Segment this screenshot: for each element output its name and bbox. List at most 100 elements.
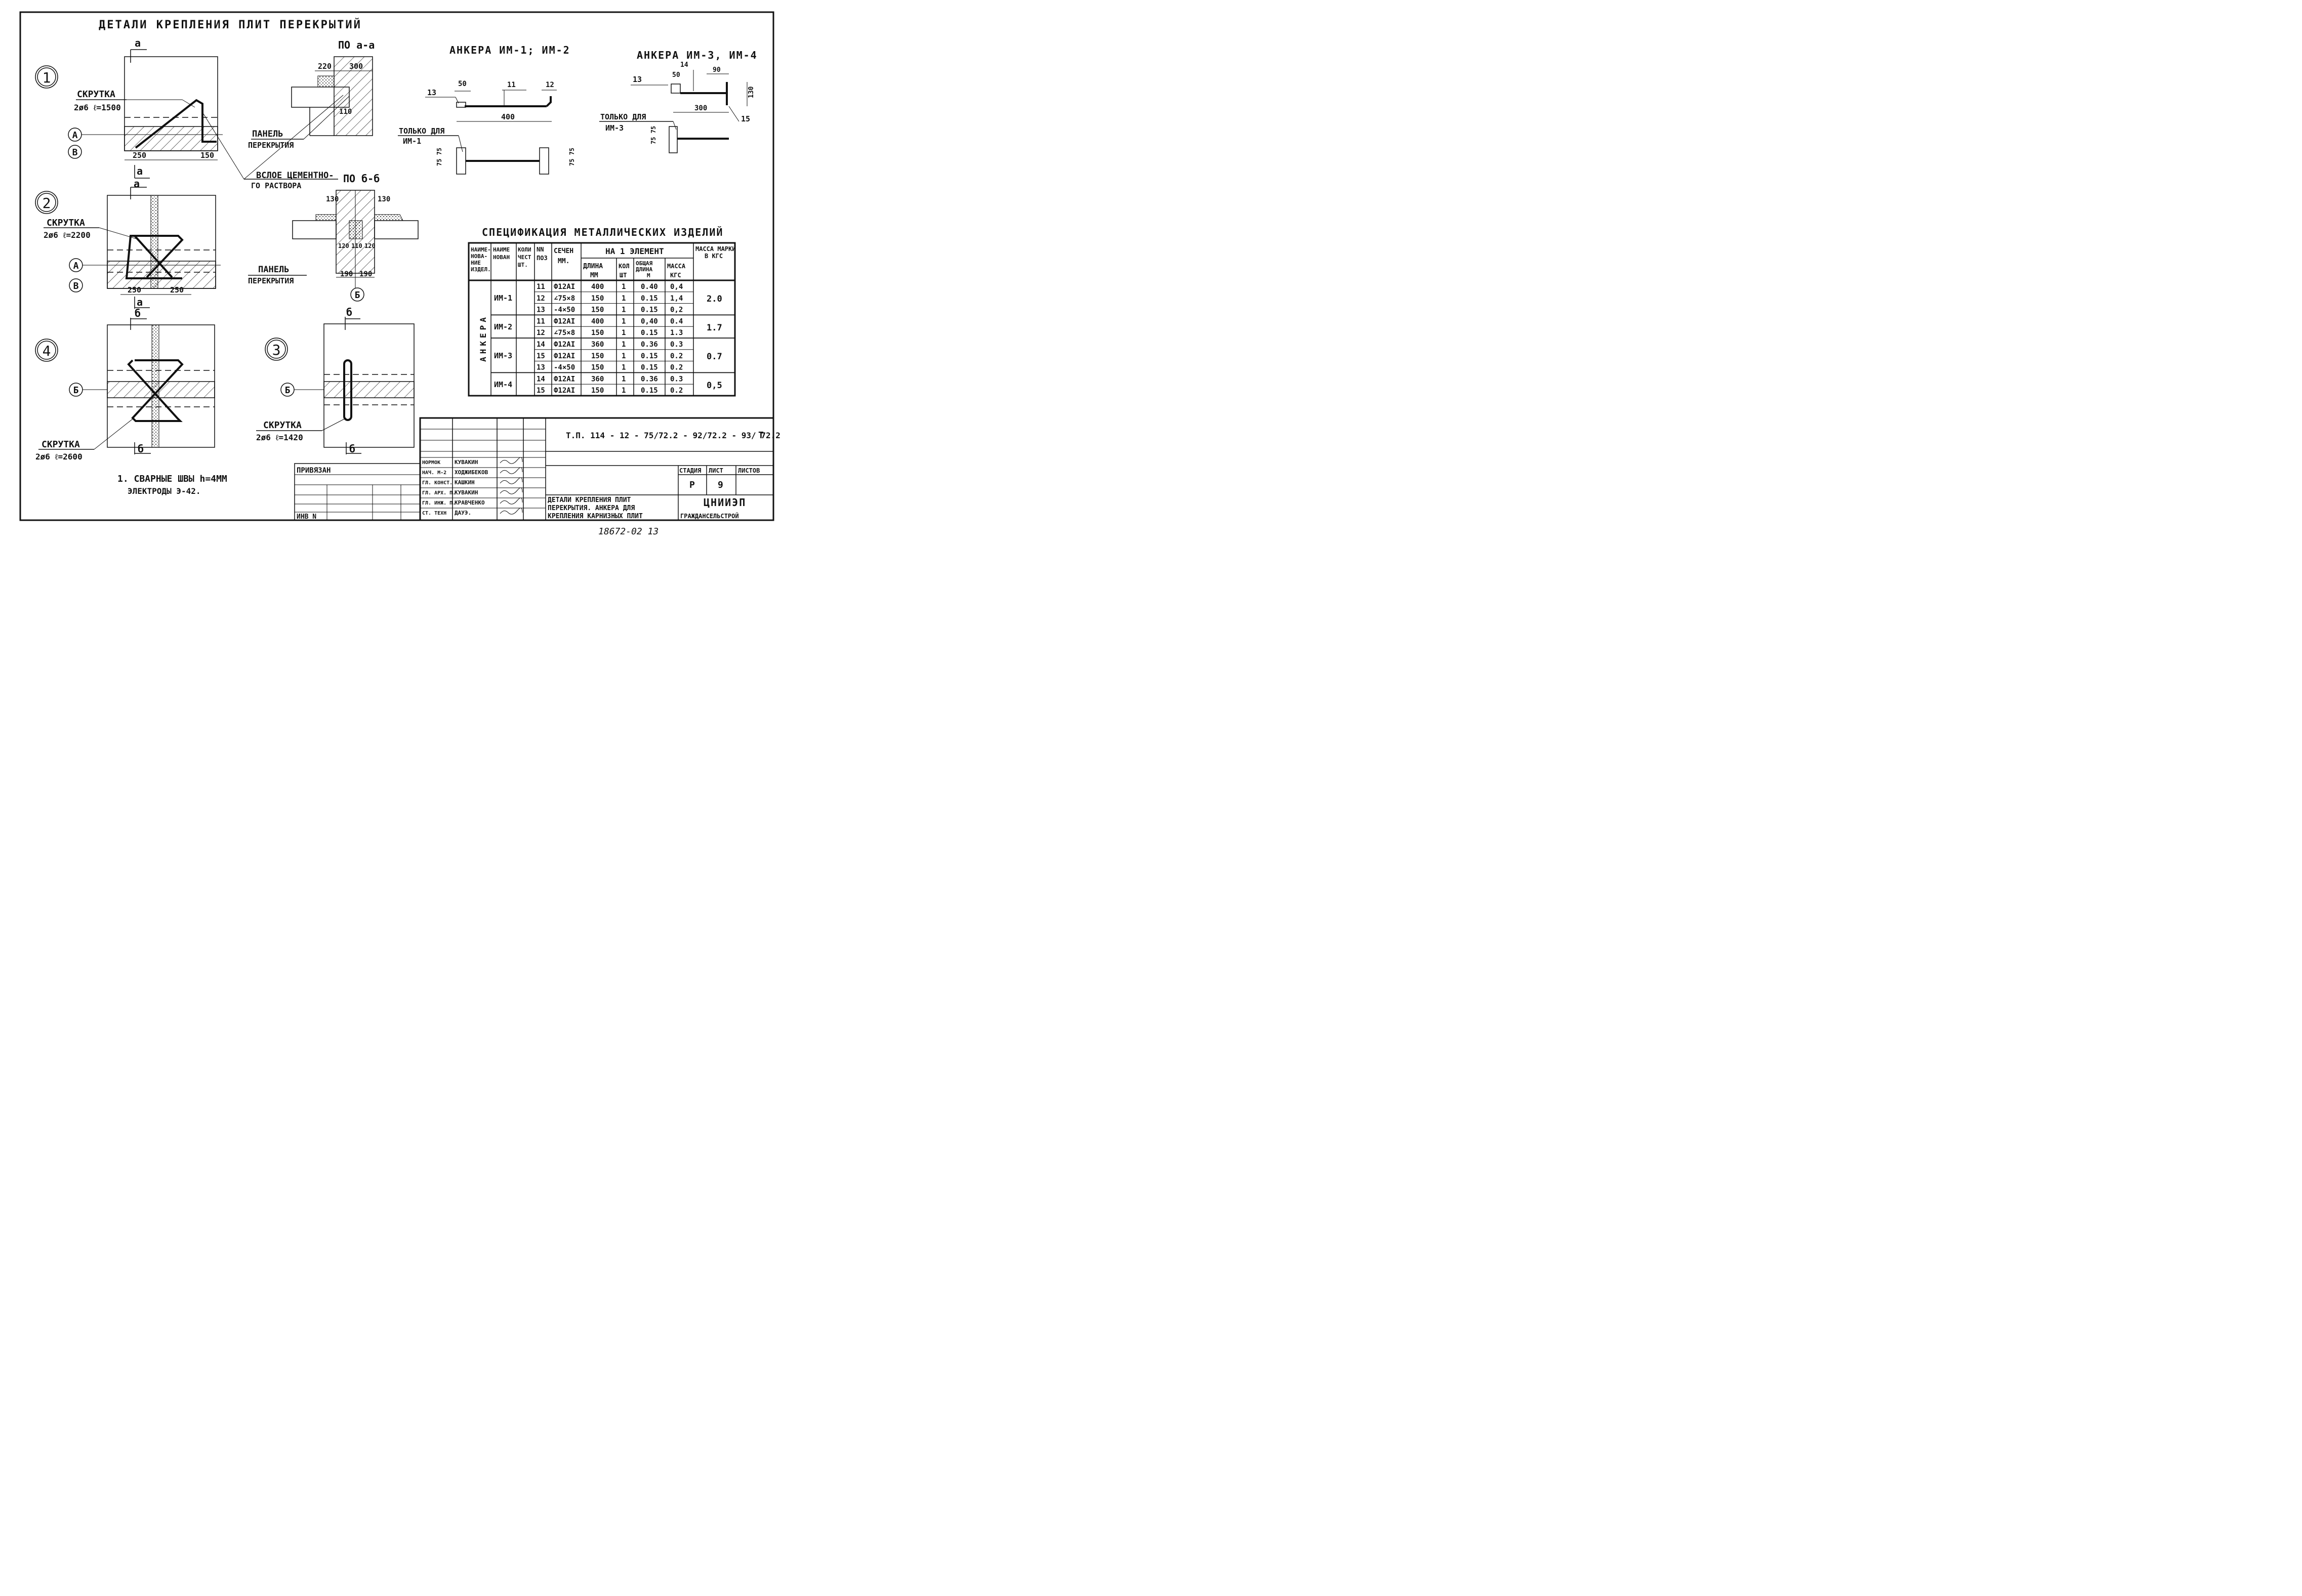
stage-value: Р bbox=[689, 480, 695, 490]
svg-text:Б: Б bbox=[285, 385, 291, 396]
svg-text:ИМ-1: ИМ-1 bbox=[403, 137, 421, 146]
detail-1-number: 1 bbox=[43, 69, 51, 86]
svg-text:120: 120 bbox=[364, 242, 376, 249]
spec-cell-m: 0,4 bbox=[670, 283, 683, 291]
svg-text:A: A bbox=[72, 130, 78, 141]
spec-cell-tot: 0.36 bbox=[641, 341, 658, 349]
spec-cell-len: 150 bbox=[591, 295, 604, 303]
section-bb-title: ПО б-б bbox=[343, 173, 380, 185]
svg-text:150: 150 bbox=[200, 151, 214, 160]
spec-table: СПЕЦИФИКАЦИЯ МЕТАЛЛИЧЕСКИХ ИЗДЕЛИЙ НАИМЕ… bbox=[468, 226, 736, 397]
svg-text:2: 2 bbox=[43, 195, 51, 212]
spec-cell-len: 150 bbox=[591, 329, 604, 337]
svg-text:ШТ: ШТ bbox=[620, 272, 627, 279]
spec-cell-sec: Ф12АI bbox=[554, 341, 575, 349]
svg-text:М: М bbox=[647, 272, 650, 279]
svg-text:ПОЗ: ПОЗ bbox=[537, 255, 548, 262]
spec-cell-len: 150 bbox=[591, 306, 604, 314]
svg-text:НА 1 ЭЛЕМЕНТ: НА 1 ЭЛЕМЕНТ bbox=[605, 246, 664, 256]
anchors-12-title: АНКЕРА ИМ-1; ИМ-2 bbox=[449, 44, 570, 56]
detail-1: 1 a a СКРУТКА 2ø6 ℓ=1500 A B 250 150 bbox=[35, 37, 223, 179]
svg-text:б: б bbox=[349, 443, 355, 455]
spec-cell-sec: Ф12АI bbox=[554, 375, 575, 383]
svg-text:б: б bbox=[138, 443, 144, 455]
detail-3: 3 б б Б СКРУТКА 2ø6 ℓ=1420 bbox=[256, 306, 415, 455]
spec-cell-cnt: 1 bbox=[622, 306, 626, 314]
spec-cell-sec: Ф12АI bbox=[554, 317, 575, 325]
archive-number: 18672-02 13 bbox=[598, 526, 659, 537]
svg-text:СКРУТКА: СКРУТКА bbox=[47, 218, 85, 228]
svg-text:2ø6 ℓ=1420: 2ø6 ℓ=1420 bbox=[256, 433, 303, 442]
svg-text:300: 300 bbox=[694, 104, 707, 112]
spec-cell-m: 0.3 bbox=[670, 375, 683, 383]
spec-group-label: АНКЕРА bbox=[478, 314, 488, 362]
svg-text:ЛИСТ: ЛИСТ bbox=[709, 467, 723, 474]
svg-text:КГС: КГС bbox=[670, 272, 681, 279]
spec-cell-len: 150 bbox=[591, 364, 604, 372]
svg-text:250: 250 bbox=[133, 151, 146, 160]
spec-cell-pos: 15 bbox=[537, 387, 545, 395]
signature-name: КАШКИН bbox=[455, 479, 475, 486]
svg-text:13: 13 bbox=[633, 75, 642, 84]
spec-cell-cnt: 1 bbox=[622, 283, 626, 291]
svg-text:ИЗДЕЛ.: ИЗДЕЛ. bbox=[471, 266, 491, 273]
note-line-1: 1. СВАРНЫЕ ШВЫ h=4ММ bbox=[117, 474, 227, 484]
spec-cell-len: 360 bbox=[591, 375, 604, 383]
spec-cell-sec: -4×50 bbox=[554, 364, 575, 372]
svg-text:ТОЛЬКО ДЛЯ: ТОЛЬКО ДЛЯ bbox=[399, 127, 444, 136]
svg-text:110: 110 bbox=[339, 108, 352, 116]
spec-cell-tot: 0.36 bbox=[641, 375, 658, 383]
svg-text:12: 12 bbox=[546, 81, 554, 89]
signature-role: ГЛ. АРХ. П. bbox=[422, 490, 456, 496]
svg-text:4: 4 bbox=[43, 343, 51, 359]
svg-text:ДЕТАЛИ КРЕПЛЕНИЯ ПЛИТ: ДЕТАЛИ КРЕПЛЕНИЯ ПЛИТ bbox=[548, 496, 631, 504]
signature-role: ГЛ. КОНСТ. bbox=[422, 480, 453, 486]
detail-4: 4 б б Б СКРУТКА 2ø6 ℓ=2600 bbox=[35, 307, 215, 461]
svg-text:50: 50 bbox=[672, 71, 680, 79]
signature-scribble bbox=[500, 497, 523, 505]
spec-cell-m: 0.2 bbox=[670, 387, 683, 395]
detail-2: 2 a a СКРУТКА 2ø6 ℓ=2200 A B 250 250 bbox=[35, 178, 221, 309]
svg-text:75 75: 75 75 bbox=[650, 126, 657, 144]
spec-cell-pos: 15 bbox=[537, 352, 545, 360]
signature-scribble bbox=[500, 487, 523, 494]
spec-cell-tot: 0.15 bbox=[641, 387, 658, 395]
spec-mark-mass: 1.7 bbox=[707, 323, 722, 333]
spec-cell-pos: 14 bbox=[537, 375, 545, 383]
signature-scribble bbox=[500, 467, 523, 474]
spec-cell-m: 0.2 bbox=[670, 364, 683, 372]
svg-text:110: 110 bbox=[351, 242, 362, 249]
svg-text:СКРУТКА: СКРУТКА bbox=[263, 420, 302, 431]
svg-text:NN: NN bbox=[537, 246, 544, 253]
svg-text:130: 130 bbox=[378, 195, 390, 203]
spec-cell-tot: 0.15 bbox=[641, 295, 658, 303]
svg-text:СКРУТКА: СКРУТКА bbox=[42, 439, 80, 450]
svg-text:90: 90 bbox=[713, 66, 721, 74]
svg-text:ГРАЖДАНСЕЛЬСТРОЙ: ГРАЖДАНСЕЛЬСТРОЙ bbox=[680, 512, 739, 520]
svg-text:50: 50 bbox=[458, 80, 467, 88]
mortar-note: ВСЛОЕ ЦЕМЕНТНО- ГО РАСТВОРА bbox=[203, 95, 344, 190]
svg-text:11: 11 bbox=[507, 81, 516, 89]
spec-mark-mass: 0,5 bbox=[707, 381, 722, 391]
anchors-im3-im4: АНКЕРА ИМ-3, ИМ-4 13 50 14 90 130 300 15… bbox=[599, 49, 757, 153]
spec-cell-m: 0.2 bbox=[670, 352, 683, 360]
svg-text:Т: Т bbox=[758, 430, 764, 441]
svg-text:220: 220 bbox=[318, 62, 332, 71]
signature-name: ХОДЖИБЕКОВ bbox=[455, 469, 488, 476]
svg-text:НАИМЕ-: НАИМЕ- bbox=[471, 246, 491, 253]
spec-cell-cnt: 1 bbox=[622, 329, 626, 337]
inv-label: ИНВ N bbox=[297, 513, 316, 521]
anchors-im1-im2: АНКЕРА ИМ-1; ИМ-2 13 50 11 12 400 ТОЛЬКО… bbox=[398, 44, 576, 175]
svg-text:14: 14 bbox=[680, 61, 688, 69]
svg-text:ОБЩАЯ: ОБЩАЯ bbox=[636, 260, 652, 267]
svg-text:СТАДИЯ: СТАДИЯ bbox=[679, 467, 701, 474]
detail-1-skrutka-label: СКРУТКА bbox=[77, 89, 115, 100]
svg-text:б: б bbox=[135, 307, 141, 319]
svg-text:НОВАН: НОВАН bbox=[493, 254, 510, 261]
signature-role: НАЧ. М-2 bbox=[422, 470, 446, 476]
svg-text:ЛИСТОВ: ЛИСТОВ bbox=[738, 467, 760, 474]
svg-text:130: 130 bbox=[326, 195, 339, 203]
svg-text:ЧЕСТ: ЧЕСТ bbox=[518, 254, 531, 261]
spec-cell-tot: 0.15 bbox=[641, 364, 658, 372]
